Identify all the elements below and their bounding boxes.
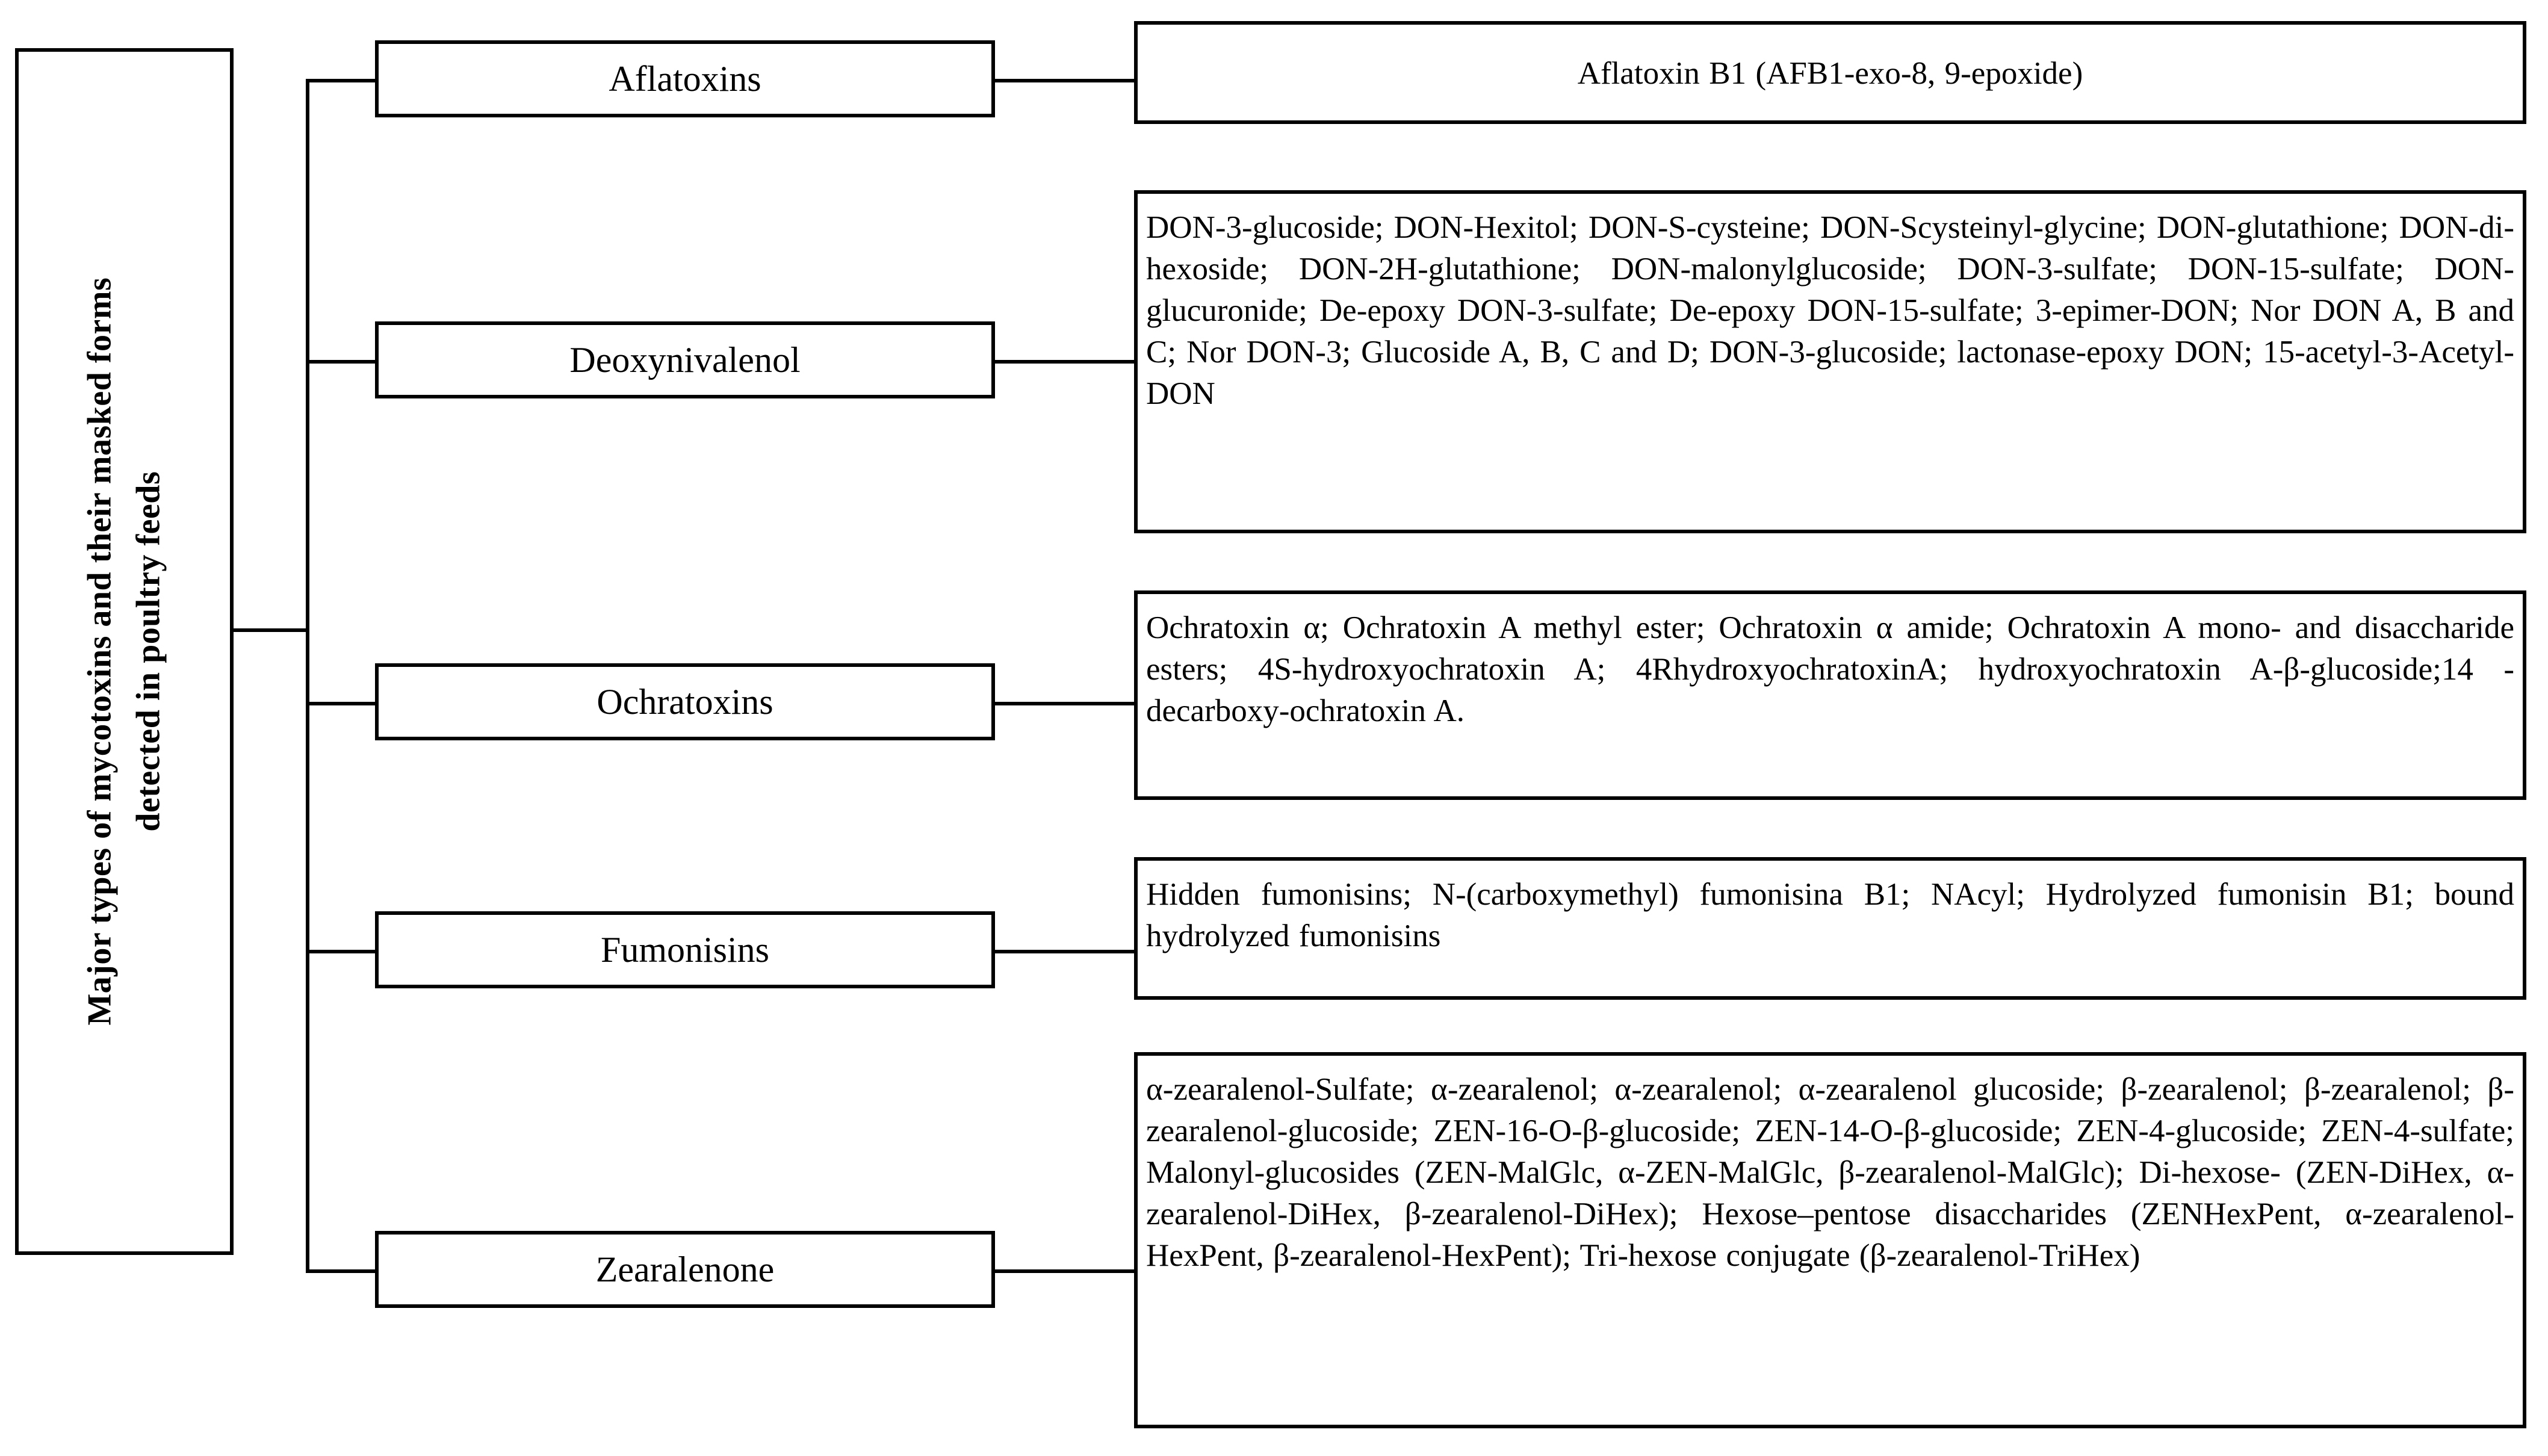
connector-trunk-to-fumonisins — [306, 950, 377, 953]
detail-text-fumonisins: Hidden fumonisins; N-(carboxymethyl) fum… — [1146, 877, 2514, 953]
root-node-label: Major types of mycotoxins and their mask… — [75, 277, 173, 1026]
detail-text-ochratoxins: Ochratoxin α; Ochratoxin A methyl ester;… — [1146, 610, 2514, 728]
connector-ochratoxins-to-detail — [993, 702, 1136, 705]
connector-zearalenone-to-detail — [993, 1269, 1136, 1273]
root-label-line-2: detected in poultry feeds — [129, 471, 167, 832]
connector-root-stem — [234, 628, 309, 632]
connector-trunk-to-deoxynivalenol — [306, 360, 377, 364]
connector-aflatoxins-to-detail — [993, 79, 1136, 82]
connector-deoxynivalenol-to-detail — [993, 360, 1136, 364]
detail-text-deoxynivalenol: DON-3-glucoside; DON-Hexitol; DON-S-cyst… — [1146, 210, 2514, 411]
detail-box-ochratoxins: Ochratoxin α; Ochratoxin A methyl ester;… — [1134, 590, 2526, 800]
connector-trunk — [306, 79, 309, 1273]
detail-text-zearalenone: α-zearalenol-Sulfate; α-zearalenol; α-ze… — [1146, 1072, 2514, 1273]
category-label-aflatoxins: Aflatoxins — [609, 59, 761, 99]
connector-trunk-to-ochratoxins — [306, 702, 377, 705]
category-box-fumonisins: Fumonisins — [375, 911, 995, 988]
category-box-aflatoxins: Aflatoxins — [375, 40, 995, 117]
category-box-zearalenone: Zearalenone — [375, 1231, 995, 1308]
connector-fumonisins-to-detail — [993, 950, 1136, 953]
category-label-deoxynivalenol: Deoxynivalenol — [569, 340, 801, 380]
connector-trunk-to-zearalenone — [306, 1269, 377, 1273]
root-label-line-1: Major types of mycotoxins and their mask… — [81, 277, 119, 1026]
detail-box-deoxynivalenol: DON-3-glucoside; DON-Hexitol; DON-S-cyst… — [1134, 190, 2526, 533]
detail-box-aflatoxins: Aflatoxin B1 (AFB1-exo-8, 9-epoxide) — [1134, 21, 2526, 124]
category-label-fumonisins: Fumonisins — [600, 930, 770, 970]
root-node-box: Major types of mycotoxins and their mask… — [15, 48, 234, 1255]
category-box-deoxynivalenol: Deoxynivalenol — [375, 321, 995, 398]
connector-trunk-to-aflatoxins — [306, 79, 377, 82]
category-label-zearalenone: Zearalenone — [595, 1250, 775, 1289]
category-box-ochratoxins: Ochratoxins — [375, 663, 995, 740]
category-label-ochratoxins: Ochratoxins — [597, 682, 773, 722]
detail-box-fumonisins: Hidden fumonisins; N-(carboxymethyl) fum… — [1134, 857, 2526, 1000]
detail-text-aflatoxins: Aflatoxin B1 (AFB1-exo-8, 9-epoxide) — [1577, 56, 2083, 91]
detail-box-zearalenone: α-zearalenol-Sulfate; α-zearalenol; α-ze… — [1134, 1052, 2526, 1428]
